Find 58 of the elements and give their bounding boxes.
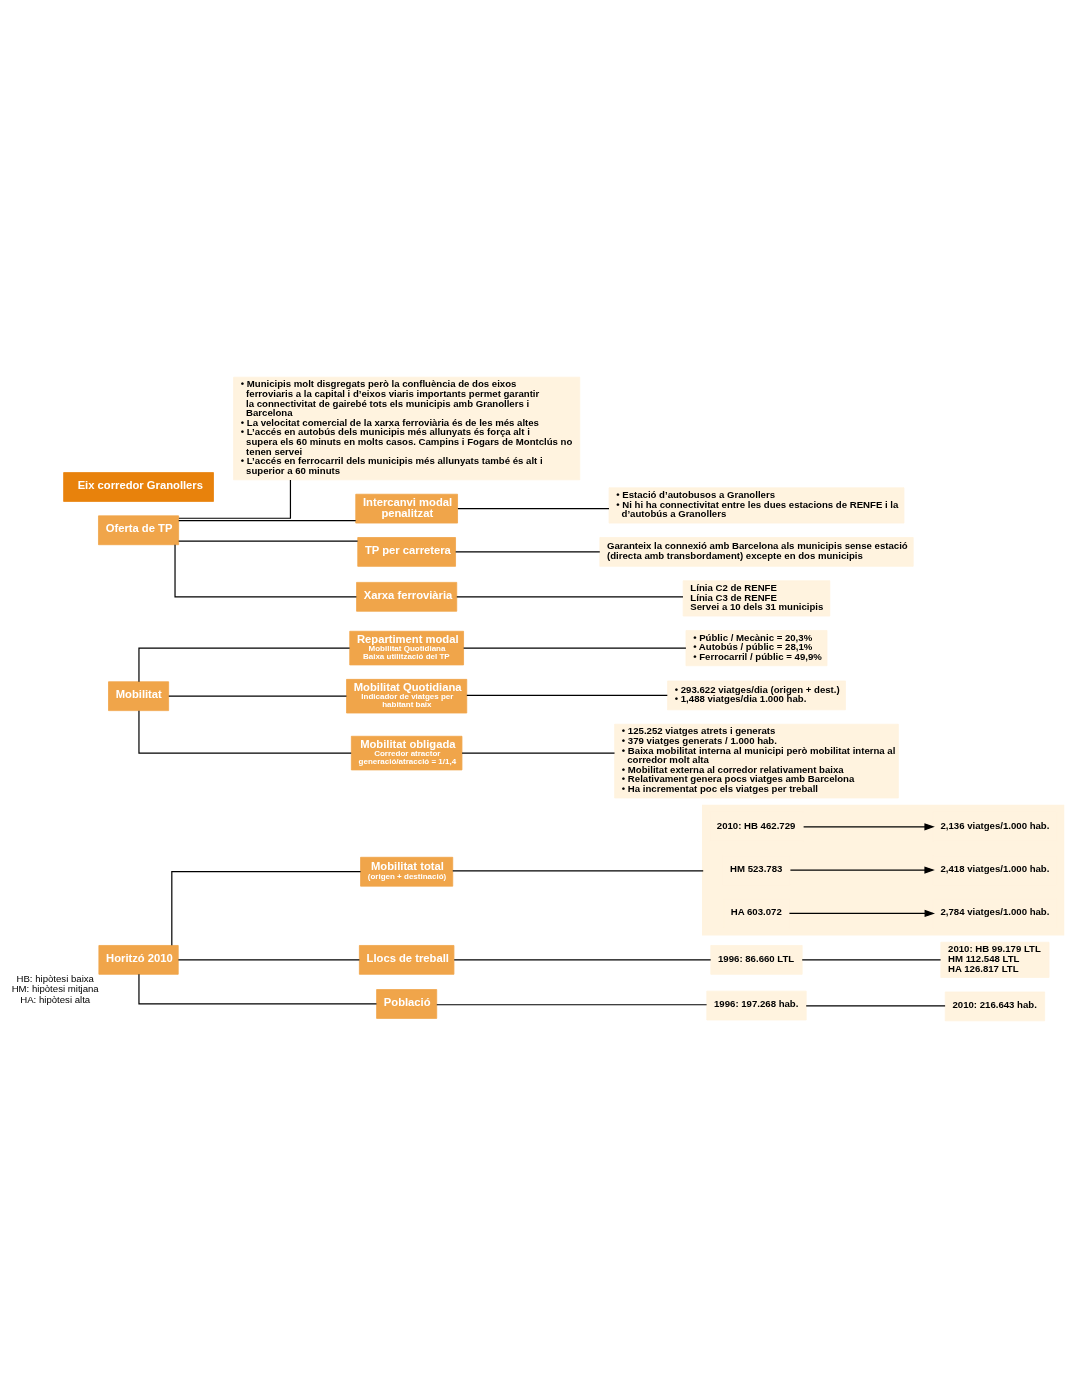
connector (138, 647, 351, 683)
node-box: Xarxa ferroviària (356, 582, 458, 612)
connector (177, 959, 360, 961)
connector (463, 647, 687, 649)
node-box: • Municipis molt disgregats però la confluència de dos eixos ferroviaris a la capital i d’eixos viaris importants permet garantir la connectivitat de gairebé tots els municipis amb Granollers i Barcelona • La velocitat comercial de la xarxa ferroviària és de les més altes • L’accés en autobús dels municipis més allunyats és força alt i supera els 60 minuts en molts casos. Campins i Fogars de Montclús no tenen servei • L’accés en ferrocarril dels municipis més allunyats també és alt i superior a 60 minuts (233, 376, 581, 481)
connector (452, 870, 704, 872)
node-box: Intercanvi modal penalitzat (355, 493, 458, 524)
node-box: • 125.252 viatges atrets i generats • 379 viatges generats / 1.000 hab. • Baixa mobilitat interna al municipi però mobilitat interna al corredor molt alta • Mobilitat externa al corredor relativament baixa • Relativament genera pocs viatges amb Barcelona • Ha incrementat poc els viatges per treball (614, 723, 899, 799)
node-box: Eix corredor Granollers (63, 472, 214, 502)
node-box: 1996: 86.660 LTL (710, 945, 803, 975)
arrow (803, 823, 935, 831)
connector (171, 871, 362, 946)
node-box: Mobilitat (108, 681, 169, 711)
node-text: HA 603.072 (730, 906, 782, 918)
connector (453, 959, 712, 961)
connector (138, 973, 378, 1005)
node-box: TP per carretera (357, 537, 456, 567)
connector (456, 596, 684, 598)
connector (138, 710, 352, 754)
connector (178, 540, 359, 542)
node-box: • Estació d’autobusos a Granollers • Ni hi ha connectivitat entre les dues estacions de RENFE i la d’autobús a Granollers (608, 487, 905, 524)
node-text: 2010: HB 462.729 (716, 819, 796, 831)
node-box: • Públic / Mecànic = 20,3% • Autobús / públic = 28,1% • Ferrocarril / públic = 49,9% (685, 630, 828, 667)
node-box: • 293.622 viatges/dia (origen + dest.) • 1,488 viatges/dia 1.000 hab. (667, 680, 846, 711)
node-text: 2,784 viatges/1.000 hab. (940, 906, 1050, 918)
connector (457, 508, 610, 510)
node-box: Garanteix la connexió amb Barcelona als municipis sense estació (directa amb transbordament) excepte en dos municipis (599, 537, 914, 567)
arrow (788, 909, 935, 918)
node-label: HM: hipòtesi mitjana (11, 983, 99, 995)
node-box: 1996: 197.268 hab. (706, 990, 807, 1021)
node-text: 2,418 viatges/1.000 hab. (940, 862, 1050, 874)
connector (174, 544, 357, 598)
node-box: 2010: 216.643 hab. (944, 991, 1046, 1022)
node-box: Mobilitat obligada Corredor atractor generació/atracció = 1/1,4 (350, 735, 463, 771)
arrow (789, 866, 935, 874)
node-box: Horitzó 2010 (98, 945, 179, 975)
node-box: Població (376, 989, 438, 1019)
connector (455, 551, 601, 553)
node-box: 2010: HB 99.179 LTL HM 112.548 LTL HA 126.817 LTL (940, 941, 1050, 978)
connector (178, 520, 357, 522)
node-label: HA: hipòtesi alta (20, 993, 91, 1005)
node-text: 2,136 viatges/1.000 hab. (940, 819, 1050, 831)
node-box: Llocs de treball (358, 945, 455, 975)
connector (178, 479, 292, 519)
node-box: Línia C2 de RENFE Línia C3 de RENFE Servei a 10 dels 31 municipis (682, 580, 831, 617)
connector (168, 695, 348, 697)
connector (436, 1004, 708, 1006)
connector (466, 694, 668, 696)
node-label: HB: hipòtesi baixa (16, 973, 94, 984)
cluster (702, 804, 1065, 936)
node-box: Oferta de TP (98, 515, 180, 546)
node-box: Mobilitat total (origen + destinació) (360, 856, 454, 887)
connector (801, 959, 942, 961)
connector (461, 752, 616, 754)
node-box: Mobilitat Quotidiana Indicador de viatges per habitant baix (346, 678, 468, 714)
connector (805, 1005, 946, 1007)
node-text: HM 523.783 (730, 862, 783, 874)
node-box: Repartiment modal Mobilitat Quotidiana Baixa utilització del TP (349, 630, 464, 666)
